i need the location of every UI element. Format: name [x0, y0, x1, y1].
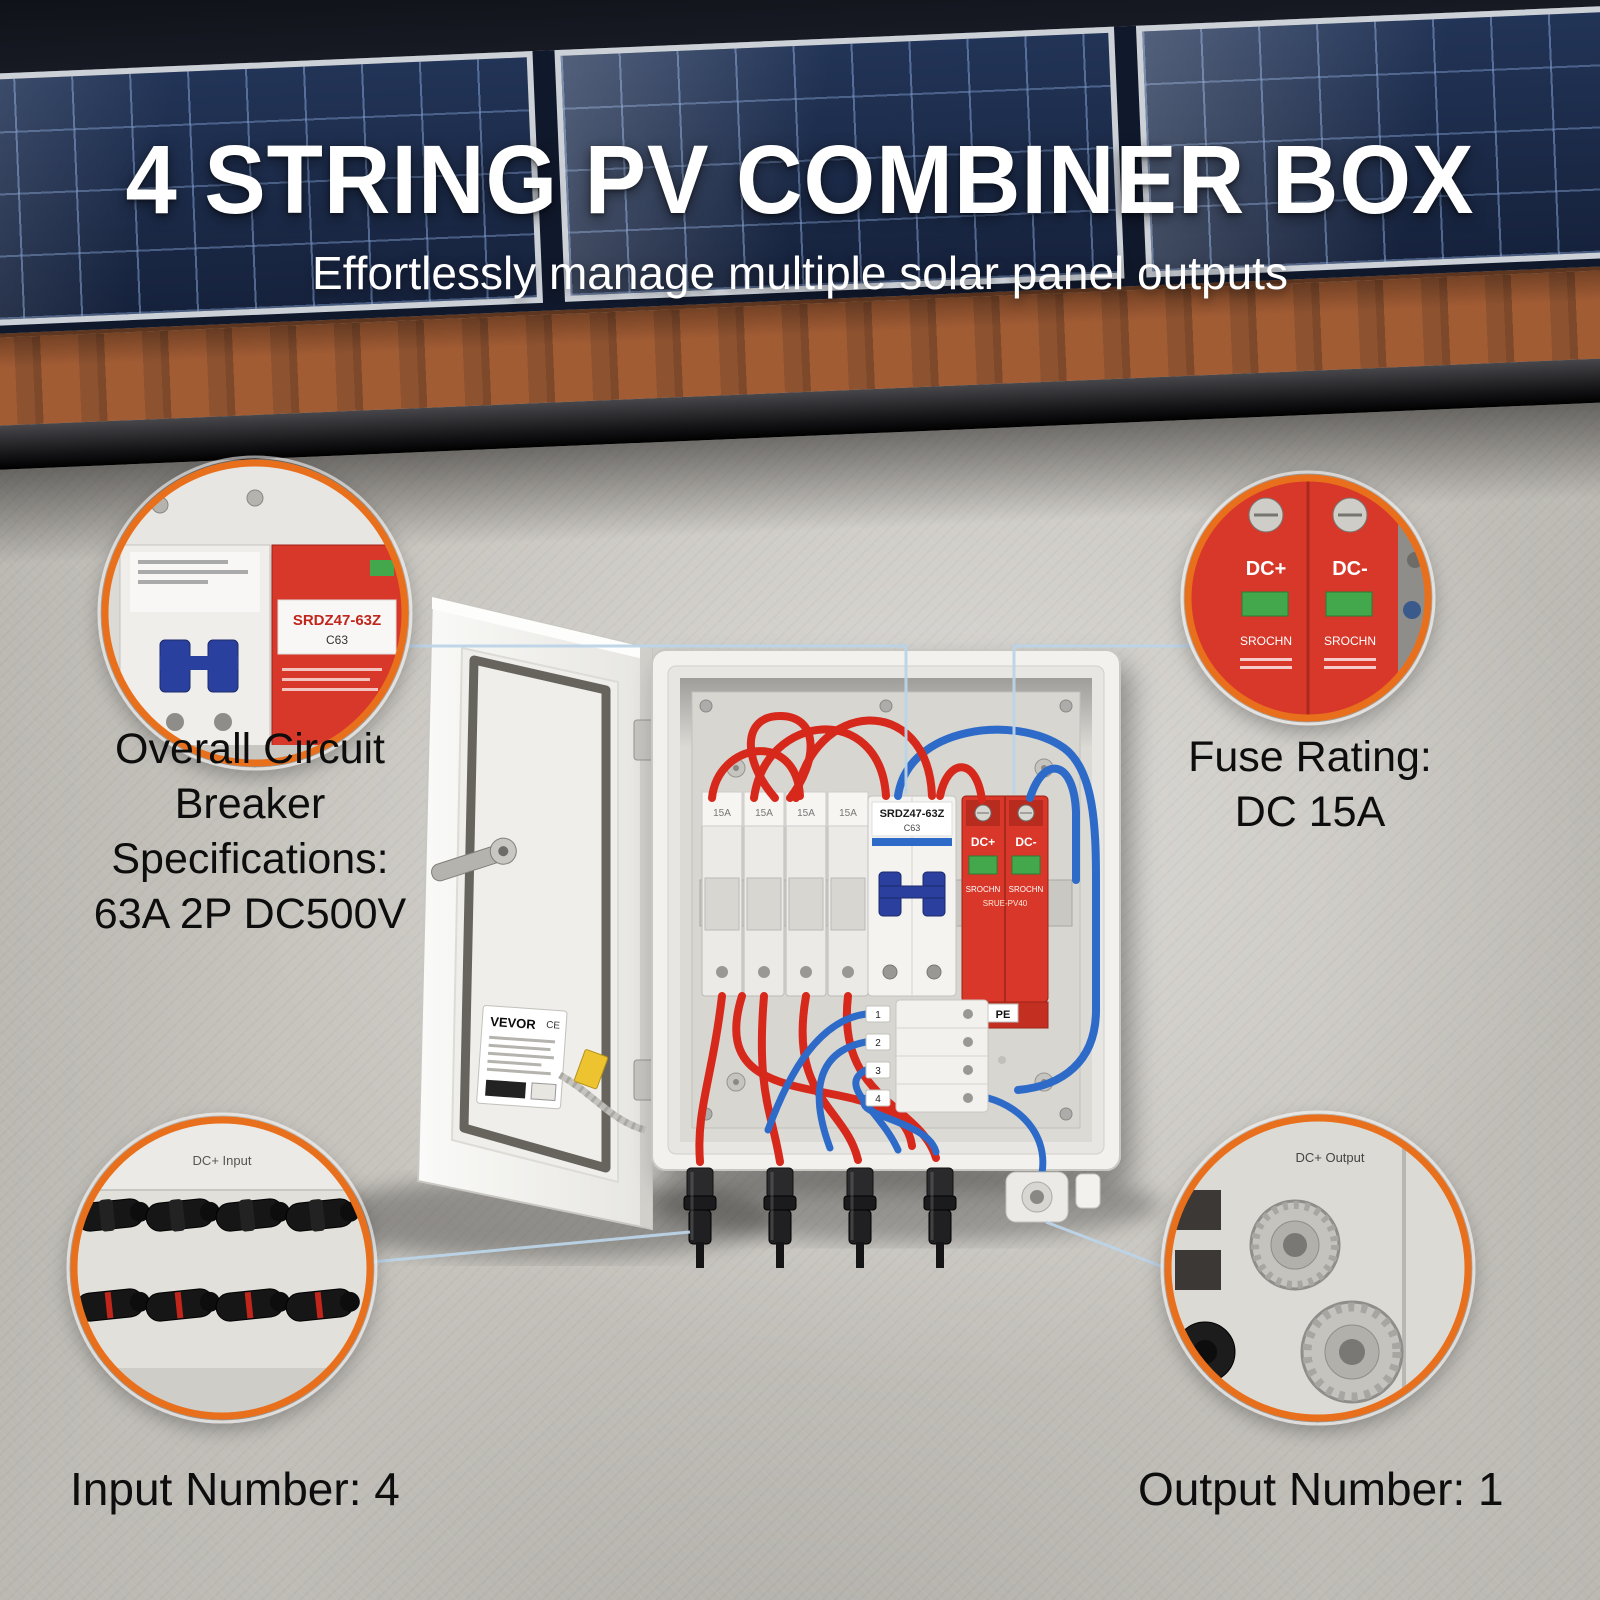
callout-circle-fuse: DC+ DC- SROCHN SROCHN: [1180, 470, 1436, 726]
output-cable-gland: [1005, 1171, 1101, 1223]
dc-plus-closeup-text: DC+: [1246, 558, 1287, 580]
fuse-holder: 15A: [827, 791, 869, 997]
fuse-holder: 15A: [785, 791, 827, 997]
input-panel-label-text: DC+ Input: [193, 1153, 252, 1168]
breaker-code-closeup-text: C63: [326, 633, 348, 647]
page-title: 4 STRING PV COMBINER BOX: [0, 124, 1600, 236]
blue-wires: [894, 725, 1100, 1094]
cable-gland-closeup: [1249, 1199, 1341, 1291]
surge-protector: DC+ DC- SROCHN SROCHN SRUE-PV40 PE: [961, 795, 1049, 1029]
output-panel-label-text: DC+ Output: [1295, 1150, 1364, 1165]
door-gasket: [459, 655, 611, 1173]
cable-gland-closeup: [1300, 1300, 1404, 1404]
input-connector-closeups: [75, 1198, 360, 1322]
surge-brand-closeup-text: SROCHN: [1324, 634, 1376, 648]
surge-brand-closeup-text: SROCHN: [1240, 634, 1292, 648]
dc-minus-closeup-text: DC-: [1332, 558, 1368, 580]
input-number-text: Input Number: 4: [70, 1463, 400, 1515]
page-subtitle: Effortlessly manage multiple solar panel…: [312, 247, 1288, 299]
door-brand-text: VEVOR: [490, 1014, 537, 1032]
callout-ring: [70, 1116, 374, 1420]
fuse-rating-line: DC 15A: [1234, 788, 1386, 837]
callout-circle-output: DC+ Output: [1160, 1110, 1476, 1426]
fuse-rating-line: Fuse Rating:: [1188, 733, 1432, 781]
blue-wires-bottom: [764, 1010, 1047, 1186]
breaker-spec-text: Overall Circuit Breaker Specifications: …: [40, 722, 460, 942]
wire-number-markers: 1 2 3 4: [865, 1005, 891, 1107]
mc4-input-connectors: [683, 1167, 957, 1268]
breaker-spec-line: Breaker: [174, 780, 326, 829]
surge-model-text: SRUE-PV40: [983, 899, 1028, 908]
callout-ring: [1164, 1114, 1472, 1422]
breaker-spec-line: Specifications:: [111, 835, 389, 884]
dc-minus-text: DC-: [1015, 835, 1036, 849]
callout-leader-lines: [371, 644, 1192, 1270]
fuse-rating-text: 15A: [713, 808, 731, 819]
wire-number: 4: [875, 1094, 881, 1105]
wire-number: 2: [875, 1038, 881, 1049]
callout-circle-input: DC+ Input: [66, 1112, 378, 1424]
fuse-rating-text: 15A: [839, 808, 857, 819]
breaker-model-text: SRDZ47-63Z: [880, 808, 945, 820]
pe-marker-text: PE: [996, 1009, 1011, 1021]
breaker-model-closeup-text: SRDZ47-63Z: [293, 612, 381, 629]
fuse-holder: 15A: [743, 791, 785, 997]
surge-brand-text: SROCHN: [966, 885, 1001, 894]
output-number-text: Output Number: 1: [1138, 1463, 1504, 1515]
surge-status-window-closeup: [1325, 591, 1373, 617]
terminal-block: 1 2 3 4: [865, 999, 989, 1113]
door-latch: [431, 837, 517, 882]
fuse-rating-text: 15A: [797, 808, 815, 819]
wire-number: 1: [875, 1010, 881, 1021]
ce-mark-text: CE: [546, 1020, 561, 1032]
barcode: [485, 1079, 527, 1099]
breaker-code-text: C63: [904, 823, 921, 833]
mc4-connector: [843, 1167, 877, 1268]
page-title-text: 4 STRING PV COMBINER BOX: [125, 125, 1475, 234]
enclosure-door: VEVOR CE: [416, 595, 657, 1231]
fuse-holder: 15A: [701, 791, 743, 997]
breaker-spec-line: Overall Circuit: [115, 725, 385, 773]
surge-status-window: [968, 855, 998, 875]
mc4-connector: [923, 1167, 957, 1268]
fuse-rating-text-block: Fuse Rating: DC 15A: [1110, 730, 1510, 840]
dc-plus-text: DC+: [971, 835, 995, 849]
wire-number: 3: [875, 1066, 881, 1077]
breaker-spec-line: 63A 2P DC500V: [93, 890, 407, 939]
mc4-connector: [683, 1167, 717, 1268]
fuse-rating-text: 15A: [755, 808, 773, 819]
fuse-holders: 15A 15A 15A 15A: [701, 791, 869, 997]
yellow-wire-marker: [573, 1049, 609, 1090]
surge-brand-text: SROCHN: [1009, 885, 1044, 894]
surge-status-window: [1011, 855, 1041, 875]
door-label-sticker: VEVOR CE: [476, 1005, 568, 1110]
mc4-connector: [763, 1167, 797, 1268]
surge-status-window-closeup: [1241, 591, 1289, 617]
main-circuit-breaker: SRDZ47-63Z C63: [867, 795, 957, 997]
